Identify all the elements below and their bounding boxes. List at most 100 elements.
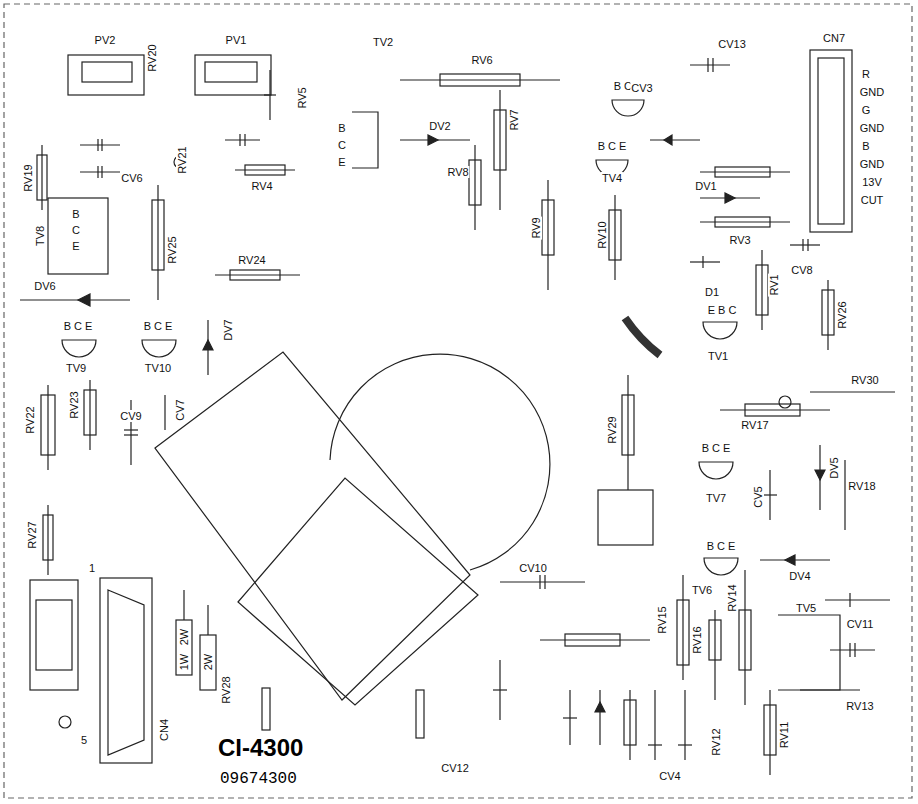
part-label: B [71,208,80,220]
header-body [36,600,72,670]
part-label: B C E [143,320,174,332]
part-label: 5 [80,734,88,746]
part-label-vertical: RV21 [176,145,188,174]
transistor-symbol [48,100,840,690]
part-label: B C E [63,320,94,332]
board-title: CI-4300 [218,734,303,762]
part-label: RV4 [250,180,273,192]
part-label-vertical: CN4 [158,718,170,742]
preset-outline [195,55,271,95]
part-label: CUT [860,194,885,206]
part-label-vertical: RV10 [596,220,608,249]
part-label: TV7 [705,492,727,504]
part-label: R [861,68,871,80]
component-outline [598,490,653,545]
part-label: CV12 [440,762,470,774]
part-label: PV1 [225,34,248,46]
part-label: GND [859,122,885,134]
part-label: CV11 [846,618,875,630]
part-label: CV6 [120,172,143,184]
part-label-vertical: 2W [178,628,190,647]
part-label-vertical: RV9 [530,216,542,239]
part-label: RV13 [845,700,874,712]
part-label-vertical: DV5 [828,456,840,479]
wire [625,318,660,355]
part-label-vertical: RV5 [296,86,308,109]
part-label: TV4 [601,172,623,184]
part-label: CV9 [119,410,142,422]
part-label-vertical: 2W [202,653,214,672]
part-label: B C E [597,140,628,152]
part-label: TV10 [144,362,172,374]
part-label-vertical: RV11 [778,721,790,750]
part-label: DV4 [788,570,811,582]
part-label: CV4 [658,770,681,782]
part-label: TV1 [707,350,729,362]
part-label: GND [859,158,885,170]
board-number: 09674300 [220,770,297,788]
part-label-vertical: CV7 [174,398,186,421]
part-label: TV2 [372,36,394,48]
part-label: 13V [861,176,883,188]
part-label-vertical: RV28 [220,675,232,704]
part-label-vertical: RV15 [656,605,668,634]
part-label: RV3 [728,234,751,246]
part-label: RV6 [470,54,493,66]
part-label: GND [859,86,885,98]
part-label-vertical: RV23 [68,390,80,419]
part-label: DV2 [428,120,451,132]
part-label: C [337,139,347,151]
part-label-vertical: RV25 [166,235,178,264]
resistor-symbol [37,74,895,775]
part-label-vertical: RV1 [768,273,780,296]
test-point [779,396,791,408]
part-label-vertical: CV5 [752,485,764,508]
part-label-vertical: RV16 [691,625,703,654]
part-label: CV13 [717,38,747,50]
part-label-vertical: RV22 [24,405,36,434]
diode-symbol [20,135,830,745]
part-label: DV1 [694,180,717,192]
connector-outline [810,50,852,232]
board-outline [4,4,912,798]
part-label-vertical: DV7 [222,318,234,341]
part-label: CV8 [790,264,813,276]
jumper [416,690,424,738]
transformer-outline [155,352,470,700]
test-point [59,716,71,728]
part-label-vertical: RV29 [606,415,618,444]
capacitor-symbol [80,58,890,760]
part-label: DV6 [33,280,56,292]
header-outline [30,580,78,690]
part-label-vertical: RV14 [726,583,738,612]
part-label: E [71,240,80,252]
part-label-vertical: TV8 [34,225,46,247]
part-label: 1 [88,562,96,574]
preset-body [205,62,257,82]
part-label: RV8 [446,166,469,178]
part-label: RV24 [237,254,266,266]
part-label: B [337,122,346,134]
part-label: CV3 [630,82,653,94]
part-label: RV30 [850,374,879,386]
part-label: B C E [706,540,737,552]
part-label: B [861,140,870,152]
part-label: C [71,224,81,236]
preset-outline [68,55,144,95]
jumper [262,688,270,730]
part-label: CN7 [822,32,846,44]
preset-body [82,62,132,82]
part-label: TV6 [691,584,713,596]
part-label-vertical: RV12 [710,727,722,756]
part-label: B C E [701,442,732,454]
connector-outline [100,578,152,763]
part-label: D1 [704,286,720,298]
transformer-outline [238,478,478,705]
part-label: RV17 [740,419,769,431]
part-label-vertical: 1W [178,653,190,672]
transistor-outline [352,112,378,168]
part-label: TV9 [65,362,87,374]
part-label: RV18 [847,480,876,492]
